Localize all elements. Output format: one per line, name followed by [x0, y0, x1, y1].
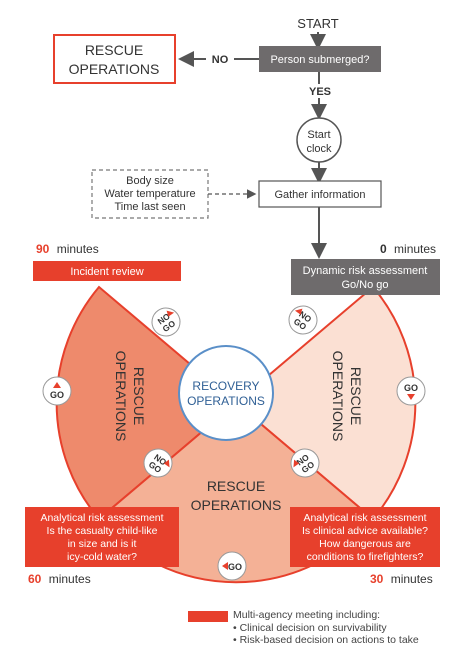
- analytical-left-box: [25, 507, 179, 567]
- time-30-number: 30: [370, 572, 384, 586]
- no-go-badge-bottom-left: NO GO: [143, 448, 173, 478]
- dynamic-risk-box: [291, 259, 440, 295]
- gather-information-box: [258, 180, 382, 208]
- start-label: START: [297, 16, 338, 31]
- rescue-operations-box: [53, 34, 176, 84]
- time-label-60: 60 minutes: [28, 572, 91, 586]
- bottom-sector-line-1: RESCUE: [207, 478, 265, 494]
- go-badge-left: GO: [42, 376, 72, 406]
- yes-label: YES: [309, 86, 331, 98]
- no-go-top-right-arrow-icon: [294, 308, 303, 315]
- time-label-30: 30 minutes: [370, 572, 433, 586]
- no-go-badge-top-left: NO GO: [151, 307, 181, 337]
- no-go-badge-bottom-right: NO GO: [290, 448, 320, 478]
- analytical-left-title: Analytical risk assessment: [40, 512, 163, 524]
- go-right-label: GO: [404, 383, 418, 393]
- go-badge-bottom: GO: [217, 551, 247, 581]
- person-submerged-label: Person submerged?: [270, 54, 369, 66]
- time-60-number: 60: [28, 572, 42, 586]
- right-sector-label: RESCUE OPERATIONS: [330, 351, 364, 442]
- left-sector-label: RESCUE OPERATIONS: [113, 351, 147, 442]
- gather-information-label: Gather information: [274, 189, 365, 201]
- time-90-number: 90: [36, 242, 50, 256]
- legend-item-risk: • Risk-based decision on actions to take: [233, 634, 419, 646]
- no-label: NO: [212, 54, 229, 66]
- analytical-left-line-3: icy-cold water?: [67, 551, 137, 563]
- time-30-unit: minutes: [391, 572, 433, 586]
- left-sector-line-1: RESCUE: [131, 367, 147, 425]
- legend-text: Multi-agency meeting including: • Clinic…: [233, 609, 419, 647]
- analytical-left-line-1: Is the casualty child-like: [47, 525, 158, 537]
- left-sector-line-2: OPERATIONS: [113, 351, 129, 442]
- legend-title: Multi-agency meeting including:: [233, 609, 381, 621]
- time-label-90: 90 minutes: [36, 242, 99, 256]
- right-sector-line-2: OPERATIONS: [330, 351, 346, 442]
- go-bottom-label: GO: [228, 562, 242, 572]
- yes-label-bg: [305, 84, 335, 98]
- no-go-badge-top-right: NO GO: [288, 305, 318, 335]
- dynamic-risk-title: Dynamic risk assessment: [303, 265, 428, 277]
- time-label-0: 0 minutes: [380, 242, 436, 256]
- go-badge-right: GO: [396, 376, 426, 406]
- analytical-right-line-3: conditions to firefighters?: [307, 551, 424, 563]
- no-label-bg: [206, 51, 234, 66]
- right-sector-line-1: RESCUE: [348, 367, 364, 425]
- recovery-operations-circle: [178, 345, 274, 441]
- time-0-number: 0: [380, 242, 387, 256]
- rescue-operations-line-1: RESCUE: [85, 42, 143, 58]
- time-0-unit: minutes: [394, 242, 436, 256]
- start-clock-line-1: Start: [307, 129, 330, 141]
- no-go-bottom-left-arrow-icon: [163, 459, 170, 468]
- rescue-operations-line-2: OPERATIONS: [69, 61, 160, 77]
- analytical-right-box: [290, 507, 440, 567]
- recovery-line-2: OPERATIONS: [187, 394, 265, 408]
- no-go-bottom-right-arrow-icon: [293, 459, 300, 468]
- analytical-right-line-1: Is clinical advice available?: [302, 525, 428, 537]
- info-item-body-size: Body size: [126, 175, 174, 187]
- bottom-sector-line-2: OPERATIONS: [191, 497, 282, 513]
- analytical-right-line-2: How dangerous are: [319, 538, 411, 550]
- go-bottom-left-arrow-icon: [222, 562, 228, 570]
- legend-swatch: [188, 611, 228, 622]
- incident-review-box: [33, 261, 181, 281]
- recovery-line-1: RECOVERY: [192, 379, 259, 393]
- go-left-up-arrow-icon: [53, 382, 61, 388]
- info-item-time-last-seen: Time last seen: [114, 201, 185, 213]
- start-clock-line-2: clock: [306, 143, 332, 155]
- time-60-unit: minutes: [49, 572, 91, 586]
- time-90-unit: minutes: [57, 242, 99, 256]
- info-dashed-box: [91, 169, 209, 219]
- dynamic-risk-subtitle: Go/No go: [341, 279, 388, 291]
- person-submerged-box: [259, 46, 381, 72]
- analytical-right-title: Analytical risk assessment: [303, 512, 426, 524]
- incident-review-label: Incident review: [70, 266, 143, 278]
- no-go-top-left-arrow-icon: [166, 310, 175, 317]
- analytical-left-line-2: in size and is it: [68, 538, 137, 550]
- info-item-water-temperature: Water temperature: [104, 188, 195, 200]
- legend-item-clinical: • Clinical decision on survivability: [233, 621, 387, 634]
- go-left-label: GO: [50, 390, 64, 400]
- go-right-down-arrow-icon: [407, 394, 415, 400]
